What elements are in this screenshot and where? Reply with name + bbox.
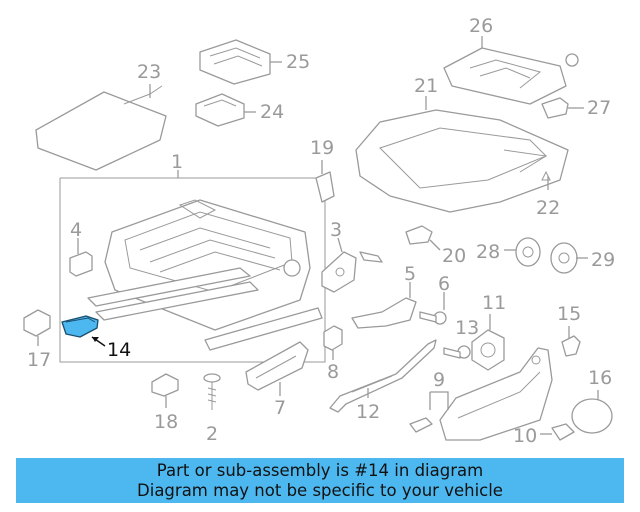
callout-15: 15 [557, 303, 581, 325]
banner-line-part: Part or sub-assembly is #14 in diagram [156, 460, 484, 480]
part-7-trim [245, 341, 309, 396]
callout-12: 12 [356, 401, 380, 423]
part-11-disc [471, 314, 505, 371]
part-10 [540, 423, 575, 441]
part-14-highlighted [61, 315, 106, 347]
callout-labels: 1 2 3 4 5 6 7 8 9 10 11 12 13 14 15 16 1… [27, 15, 615, 447]
callout-14: 14 [107, 339, 131, 361]
part-17 [23, 309, 51, 346]
banner-line-disclaimer: Diagram may not be specific to your vehi… [137, 480, 503, 500]
callout-23: 23 [137, 61, 161, 83]
callout-4: 4 [70, 219, 82, 241]
part-2-bolt [203, 373, 221, 410]
callout-6: 6 [438, 273, 450, 295]
part-18 [151, 373, 179, 408]
callout-7: 7 [274, 397, 286, 419]
callout-27: 27 [587, 97, 611, 119]
part-8 [323, 325, 343, 360]
callout-20: 20 [442, 245, 466, 267]
part-24 [195, 93, 256, 127]
part-26-heater-pad [443, 36, 579, 105]
callout-1: 1 [171, 151, 183, 173]
callout-25: 25 [286, 51, 310, 73]
callout-18: 18 [154, 411, 178, 433]
callout-2: 2 [206, 423, 218, 445]
callout-3: 3 [330, 219, 342, 241]
part-23-cover [35, 84, 167, 171]
part-21-cushion [355, 96, 569, 213]
part-27 [541, 97, 584, 119]
part-28 [504, 237, 541, 267]
part-20 [405, 225, 441, 251]
callout-29: 29 [591, 249, 615, 271]
part-9-side-shield [409, 347, 553, 441]
part-29 [550, 242, 588, 274]
part-22-indicator [541, 170, 551, 181]
seat-parts-diagram: 1 2 3 4 5 6 7 8 9 10 11 12 13 14 15 16 1… [23, 15, 615, 447]
callout-11: 11 [482, 292, 506, 314]
callout-17: 17 [27, 349, 51, 371]
part-6-bolt [419, 292, 447, 325]
part-25 [199, 39, 282, 85]
callout-5: 5 [404, 263, 416, 285]
callout-13: 13 [455, 317, 479, 339]
part-5 [351, 282, 417, 329]
callout-19: 19 [310, 137, 334, 159]
callout-9: 9 [433, 369, 445, 391]
callout-8: 8 [327, 361, 339, 383]
part-4 [69, 238, 93, 277]
callout-21: 21 [414, 75, 438, 97]
part-12-cable [329, 339, 437, 413]
callout-16: 16 [588, 367, 612, 389]
callout-24: 24 [260, 101, 284, 123]
part-19 [315, 160, 335, 203]
seat-frame-part [87, 199, 323, 351]
callout-26: 26 [469, 15, 493, 37]
callout-22: 22 [536, 197, 560, 219]
callout-28: 28 [476, 241, 500, 263]
callout-10: 10 [513, 425, 537, 447]
part-15 [561, 326, 581, 357]
part-3 [321, 237, 383, 293]
info-banner: Part or sub-assembly is #14 in diagram D… [16, 458, 624, 503]
part-16-cap [571, 390, 613, 434]
part-13-bolt [443, 345, 471, 359]
part-1-frame-box [59, 170, 326, 363]
